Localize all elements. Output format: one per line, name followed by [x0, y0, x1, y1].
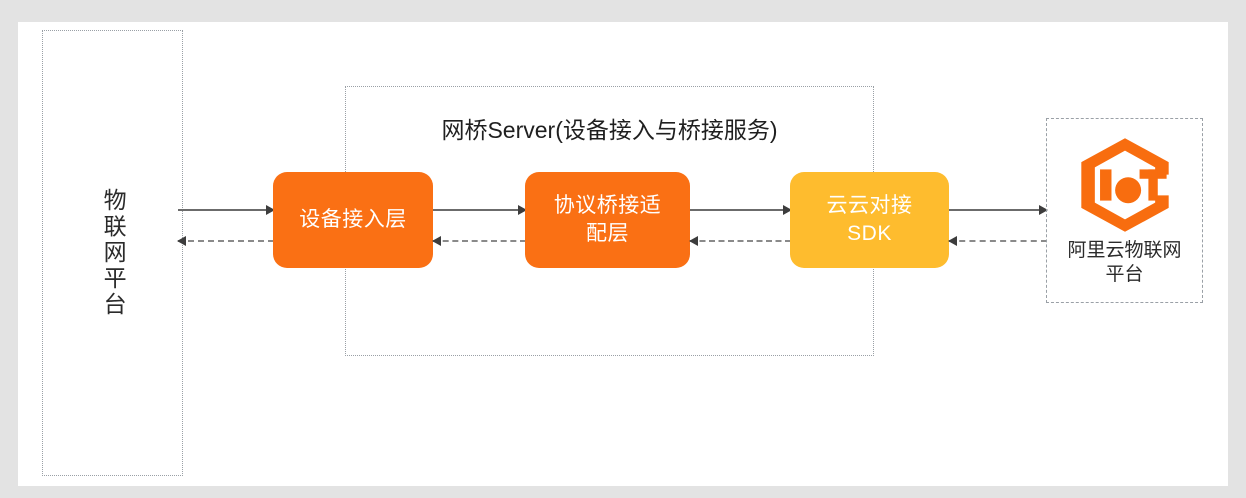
arrow-head-left-icon	[177, 236, 186, 246]
label-line-2: 平台	[1105, 263, 1144, 285]
iot-platform-box[interactable]: 物联网平台	[42, 30, 183, 476]
bridge-server-container[interactable]: 网桥Server(设备接入与桥接服务)	[345, 86, 874, 356]
connector-cloud-sdk-to-aliyun-platform	[949, 205, 1048, 215]
arrow-head-right-icon	[266, 205, 275, 215]
connector-line	[433, 240, 526, 242]
connector-device-access-to-protocol-bridge	[433, 205, 527, 215]
connector-line	[949, 209, 1047, 211]
connector-line	[433, 209, 526, 211]
label-line-2: 配层	[586, 222, 629, 245]
box-cloud-to-cloud-sdk-label: 云云对接 SDK	[827, 192, 913, 247]
arrow-head-left-icon	[432, 236, 441, 246]
connector-line	[178, 240, 274, 242]
diagram-canvas: 物联网平台 网桥Server(设备接入与桥接服务) 设备接入层 协议桥接适 配层	[18, 22, 1228, 486]
aliyun-iot-hexagon-logo-icon	[1080, 138, 1169, 232]
box-protocol-bridge-adaptation-layer[interactable]: 协议桥接适 配层	[525, 172, 690, 268]
connector-platform-to-device-access	[178, 205, 275, 215]
box-protocol-bridge-adaptation-layer-label: 协议桥接适 配层	[554, 192, 662, 247]
label-line-2: SDK	[847, 222, 892, 245]
connector-line	[949, 240, 1047, 242]
aliyun-iot-platform-label: 阿里云物联网 平台	[1067, 239, 1181, 287]
connector-protocol-bridge-to-device-access	[432, 236, 526, 246]
arrow-head-right-icon	[1039, 205, 1048, 215]
arrow-head-right-icon	[783, 205, 792, 215]
box-cloud-to-cloud-sdk[interactable]: 云云对接 SDK	[790, 172, 949, 268]
connector-line	[690, 240, 791, 242]
connector-aliyun-platform-to-cloud-sdk	[948, 236, 1047, 246]
arrow-head-left-icon	[948, 236, 957, 246]
label-line-1: 阿里云物联网	[1067, 240, 1182, 261]
connector-cloud-sdk-to-protocol-bridge	[689, 236, 791, 246]
arrow-head-right-icon	[518, 205, 527, 215]
box-device-access-layer-label: 设备接入层	[299, 208, 407, 232]
box-device-access-layer[interactable]: 设备接入层	[273, 172, 433, 268]
arrow-head-left-icon	[689, 236, 698, 246]
aliyun-iot-platform-box[interactable]: 阿里云物联网 平台	[1046, 118, 1203, 303]
connector-protocol-bridge-to-cloud-sdk	[690, 205, 792, 215]
connector-line	[690, 209, 791, 211]
bridge-server-title: 网桥Server(设备接入与桥接服务)	[441, 117, 778, 143]
label-line-1: 协议桥接适	[553, 194, 662, 218]
connector-device-access-to-platform	[177, 236, 274, 246]
iot-platform-label: 物联网平台	[100, 188, 127, 318]
label-line-1: 云云对接	[826, 194, 913, 218]
connector-line	[178, 209, 274, 211]
